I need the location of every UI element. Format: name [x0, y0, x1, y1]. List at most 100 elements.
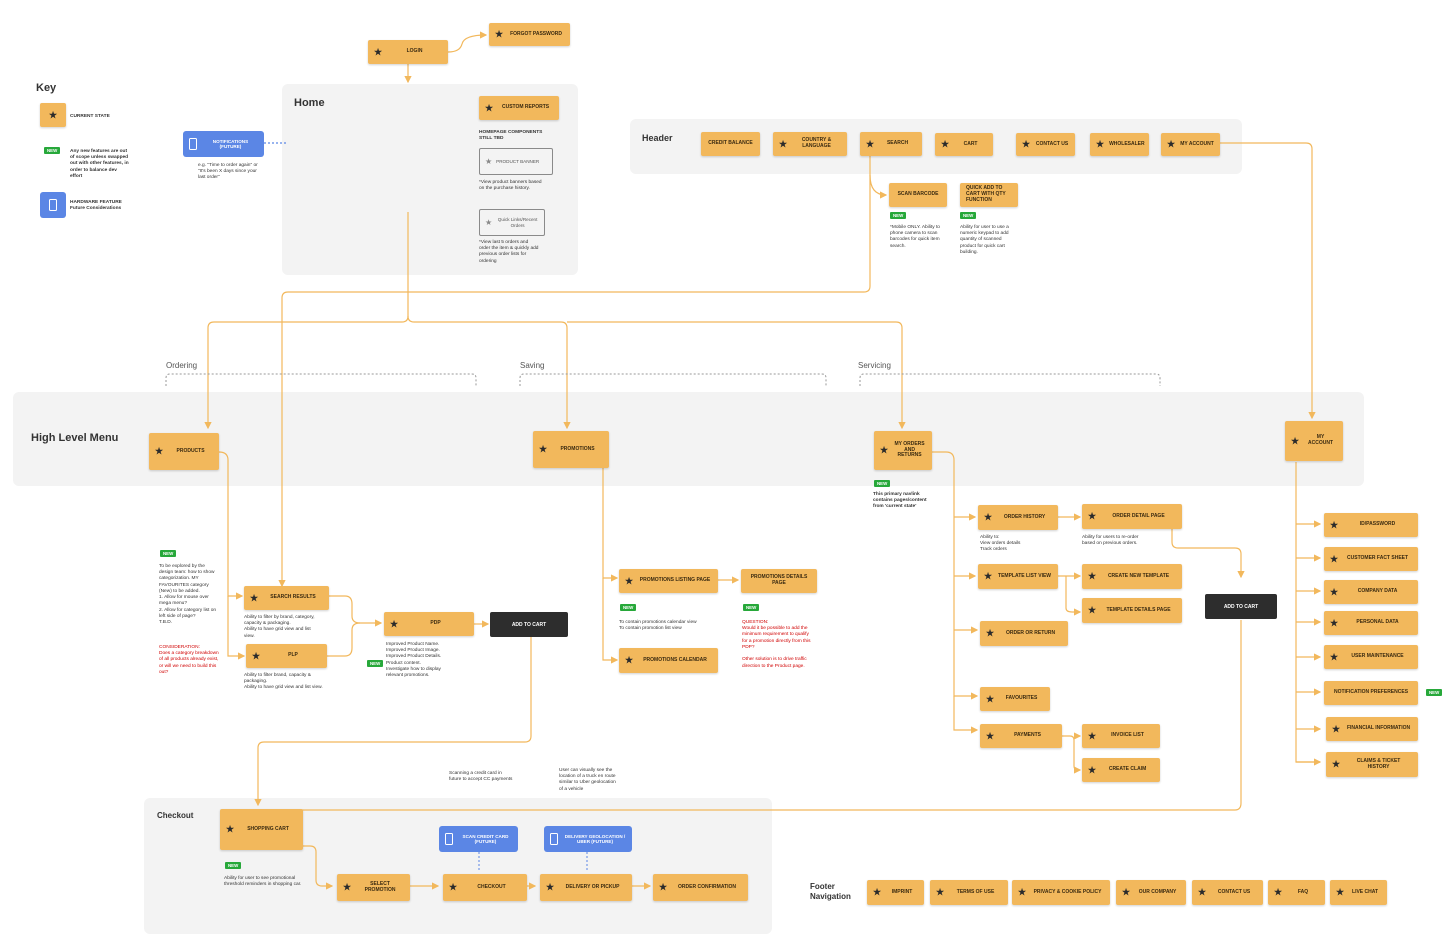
- header-my-account[interactable]: ★MY ACCOUNT: [1161, 133, 1220, 156]
- quick-add-to-cart-node[interactable]: QUICK ADD TO CART WITH QTY FUNCTION: [960, 183, 1018, 207]
- footer-faq[interactable]: ★FAQ: [1268, 880, 1325, 905]
- header-country-language[interactable]: ★COUNTRY & LANGUAGE: [773, 132, 847, 156]
- order-or-return-node[interactable]: ★ORDER OR RETURN: [980, 621, 1068, 646]
- consideration-note: CONSIDERATION: Does a category breakdown…: [159, 645, 219, 675]
- quick-links-node[interactable]: ★Quick Links/Recent Orders: [479, 209, 545, 236]
- favourites-node[interactable]: ★FAVOURITES: [980, 687, 1050, 711]
- promotions-listing-node[interactable]: ★PROMOTIONS LISTING PAGE: [619, 569, 718, 593]
- account-user-maintenance[interactable]: ★USER MAINTENANCE: [1324, 645, 1418, 669]
- header-contact-us[interactable]: ★CONTACT US: [1016, 133, 1075, 156]
- forgot-password-node[interactable]: ★FORGOT PASSWORD: [489, 23, 570, 46]
- footer-live-chat[interactable]: ★LIVE CHAT: [1330, 880, 1387, 905]
- account-financial-information[interactable]: ★FINANCIAL INFORMATION: [1326, 717, 1418, 741]
- account-customer-fact-sheet[interactable]: ★CUSTOMER FACT SHEET: [1324, 547, 1418, 571]
- star-icon: ★: [495, 29, 504, 40]
- scan-barcode-node[interactable]: SCAN BARCODE: [889, 183, 947, 207]
- footer-our-company[interactable]: ★OUR COMPANY: [1116, 880, 1186, 905]
- star-icon: ★: [1096, 139, 1105, 150]
- star-icon: ★: [1088, 730, 1097, 741]
- footer-contact-us[interactable]: ★CONTACT US: [1192, 880, 1263, 905]
- key-hardware-description: HARDWARE FEATURE Future Considerations: [70, 200, 122, 212]
- header-wholesaler[interactable]: ★WHOLESALER: [1090, 133, 1149, 156]
- star-icon: ★: [1330, 553, 1339, 564]
- star-icon: ★: [250, 592, 259, 603]
- header-title: Header: [642, 133, 673, 143]
- star-icon: ★: [984, 512, 993, 523]
- key-new-description: Any new features are out of scope unless…: [70, 149, 129, 179]
- notifications-future-node[interactable]: NOTIFICATIONS (FUTURE): [183, 131, 264, 157]
- plp-node[interactable]: ★PLP: [246, 644, 327, 668]
- account-id-password[interactable]: ★ID/PASSWORD: [1324, 513, 1418, 537]
- footer-privacy-cookie-policy[interactable]: ★PRIVACY & COOKIE POLICY: [1012, 880, 1110, 905]
- scan-barcode-note: *Mobile ONLY. Ability to phone camera to…: [890, 225, 940, 249]
- footer-imprint[interactable]: ★IMPRINT: [867, 880, 924, 905]
- star-icon: ★: [1022, 139, 1031, 150]
- checkout-node[interactable]: ★CHECKOUT: [443, 874, 527, 901]
- phone-icon: [445, 833, 453, 845]
- star-icon: ★: [779, 138, 788, 149]
- delivery-geolocation-future-node[interactable]: DELIVERY GEOLOCATION / UBER (FUTURE): [544, 826, 632, 852]
- scan-credit-card-note: Scanning a credit card in future to acce…: [449, 771, 513, 783]
- my-orders-note: This primary navlink contains pages/cont…: [873, 492, 927, 510]
- header-cart[interactable]: ★CART: [935, 133, 993, 156]
- invoice-list-node[interactable]: ★INVOICE LIST: [1082, 724, 1160, 748]
- key-new-badge: NEW: [44, 147, 61, 154]
- star-icon: ★: [390, 618, 399, 629]
- menu-products[interactable]: ★PRODUCTS: [149, 433, 219, 470]
- star-icon: ★: [1122, 887, 1131, 898]
- menu-my-orders-returns[interactable]: ★MY ORDERS AND RETURNS: [874, 431, 932, 470]
- scan-credit-card-future-node[interactable]: SCAN CREDIT CARD (FUTURE): [439, 826, 518, 852]
- account-claims-ticket-history[interactable]: ★CLAIMS & TICKET HISTORY: [1326, 752, 1418, 777]
- header-search[interactable]: ★SEARCH: [860, 132, 922, 156]
- account-notification-preferences[interactable]: NOTIFICATION PREFERENCES: [1324, 681, 1418, 705]
- quick-add-new-badge: NEW: [960, 212, 977, 219]
- star-icon: ★: [1330, 519, 1339, 530]
- star-icon: ★: [625, 655, 634, 666]
- payments-node[interactable]: ★PAYMENTS: [980, 724, 1062, 748]
- star-icon: ★: [1336, 887, 1345, 898]
- create-claim-node[interactable]: ★CREATE CLAIM: [1082, 758, 1160, 782]
- search-results-node[interactable]: ★SEARCH RESULTS: [244, 586, 329, 610]
- pdp-node[interactable]: ★PDP: [384, 612, 474, 636]
- template-list-view-node[interactable]: ★TEMPLATE LIST VIEW: [978, 564, 1058, 589]
- template-details-node[interactable]: ★TEMPLATE DETAILS PAGE: [1082, 598, 1182, 623]
- header-credit-balance[interactable]: CREDIT BALANCE: [701, 132, 760, 156]
- quick-add-note: Ability for user to use a numeric keypad…: [960, 225, 1009, 255]
- footer-title: Footer Navigation: [810, 882, 851, 901]
- star-icon: ★: [155, 446, 164, 457]
- servicing-add-to-cart[interactable]: ADD TO CART: [1205, 594, 1277, 619]
- star-icon: ★: [1088, 571, 1097, 582]
- key-current-state-label: CURRENT STATE: [70, 114, 110, 119]
- ordering-add-to-cart[interactable]: ADD TO CART: [490, 612, 568, 637]
- group-ordering: Ordering: [166, 361, 198, 370]
- key-current-state-swatch: ★: [40, 103, 66, 127]
- account-company-data[interactable]: ★COMPANY DATA: [1324, 580, 1418, 604]
- star-icon: ★: [343, 882, 352, 893]
- footer-terms-of-use[interactable]: ★TERMS OF USE: [930, 880, 1008, 905]
- promotions-listing-new-badge: NEW: [620, 604, 637, 611]
- promotions-listing-note: To contain promotions calendar view To c…: [619, 620, 697, 632]
- star-icon: ★: [1330, 651, 1339, 662]
- star-icon: ★: [48, 109, 58, 120]
- menu-promotions[interactable]: ★PROMOTIONS: [533, 431, 609, 468]
- categorization-note: To be explored by the design team: how t…: [159, 564, 217, 626]
- order-detail-page-node[interactable]: ★ORDER DETAIL PAGE: [1082, 504, 1182, 529]
- homepage-components-tbd: HOMEPAGE COMPONENTS STILL TBD: [479, 130, 543, 142]
- menu-my-account[interactable]: ★MY ACCOUNT: [1285, 421, 1343, 461]
- login-node[interactable]: ★LOGIN: [368, 40, 448, 64]
- product-banner-node[interactable]: ★PRODUCT BANNER: [479, 148, 553, 175]
- order-history-node[interactable]: ★ORDER HISTORY: [978, 505, 1058, 530]
- star-icon: ★: [539, 444, 548, 455]
- account-personal-data[interactable]: ★PERSONAL DATA: [1324, 611, 1418, 635]
- delivery-pickup-node[interactable]: ★DELIVERY OR PICKUP: [540, 874, 632, 901]
- star-icon: ★: [1018, 887, 1027, 898]
- order-confirmation-node[interactable]: ★ORDER CONFIRMATION: [653, 874, 748, 901]
- create-new-template-node[interactable]: ★CREATE NEW TEMPLATE: [1082, 564, 1182, 589]
- promotions-details-node[interactable]: PROMOTIONS DETAILS PAGE: [741, 569, 817, 593]
- select-promotion-node[interactable]: ★SELECT PROMOTION: [337, 874, 410, 901]
- custom-reports-node[interactable]: ★CUSTOM REPORTS: [479, 96, 559, 120]
- shopping-cart-node[interactable]: ★SHOPPING CART: [220, 809, 303, 850]
- phone-icon: [189, 138, 197, 150]
- promotions-calendar-node[interactable]: ★PROMOTIONS CALENDAR: [619, 648, 718, 673]
- quick-links-note: *View last 5 orders and order the item &…: [479, 240, 539, 264]
